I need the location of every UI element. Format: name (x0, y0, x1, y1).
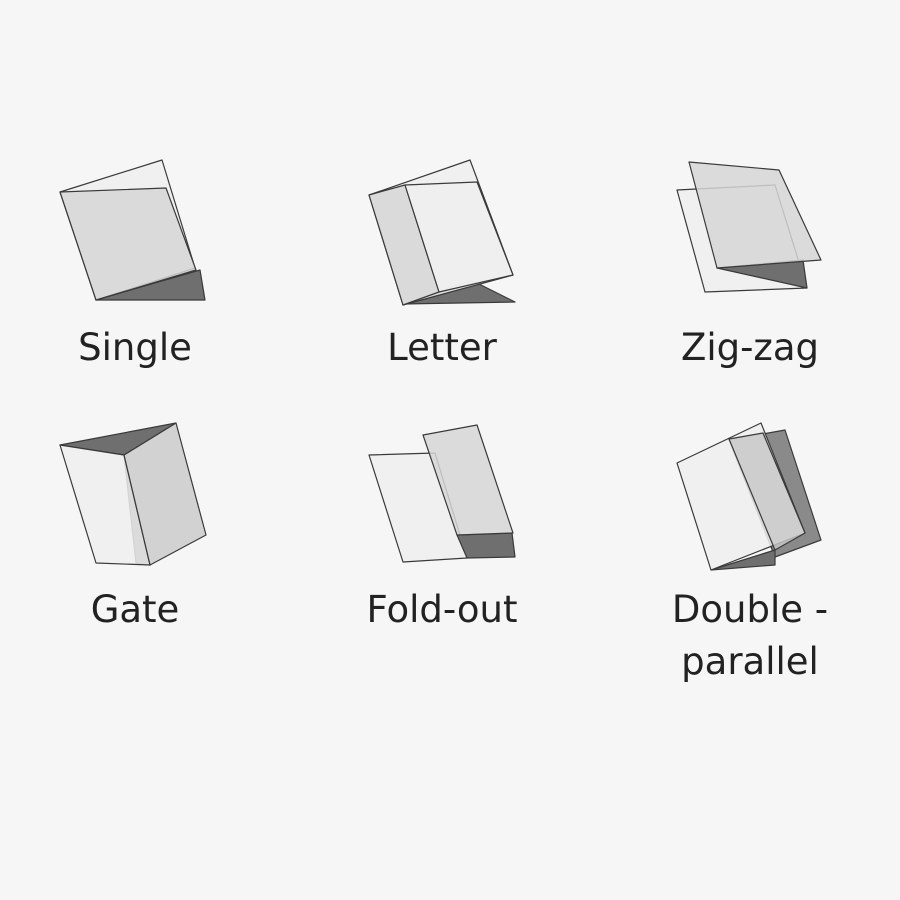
fold-item-gate: Gate (40, 415, 230, 645)
letter-fold-icon (368, 159, 516, 306)
fold-item-single: Single (40, 150, 230, 380)
fold-item-letter: Letter (347, 150, 537, 380)
fold-item-foldout: Fold-out (347, 415, 537, 645)
fold-label-foldout: Fold-out (347, 584, 537, 636)
fold-label-line: parallel (681, 640, 819, 683)
fold-label-gate: Gate (40, 584, 230, 636)
fold-label-line: Fold-out (366, 588, 518, 631)
fold-label-line: Single (78, 326, 192, 369)
fold-item-zigzag: Zig-zag (655, 150, 845, 380)
fold-label-letter: Letter (347, 322, 537, 374)
double-parallel-fold-icon (676, 422, 822, 571)
fold-label-single: Single (40, 322, 230, 374)
gate-fold-icon (59, 422, 207, 566)
foldout-fold-icon (368, 424, 516, 563)
fold-label-line: Zig-zag (680, 326, 820, 369)
single-fold-icon (59, 159, 206, 301)
fold-label-line: Letter (387, 326, 497, 369)
zigzag-fold-icon (676, 161, 822, 293)
fold-label-zigzag: Zig-zag (655, 322, 845, 374)
fold-label-double-parallel: Double - parallel (655, 584, 845, 688)
fold-item-double-parallel: Double - parallel (655, 415, 845, 695)
fold-label-line: Gate (90, 588, 180, 631)
fold-label-line: Double - (671, 588, 829, 631)
